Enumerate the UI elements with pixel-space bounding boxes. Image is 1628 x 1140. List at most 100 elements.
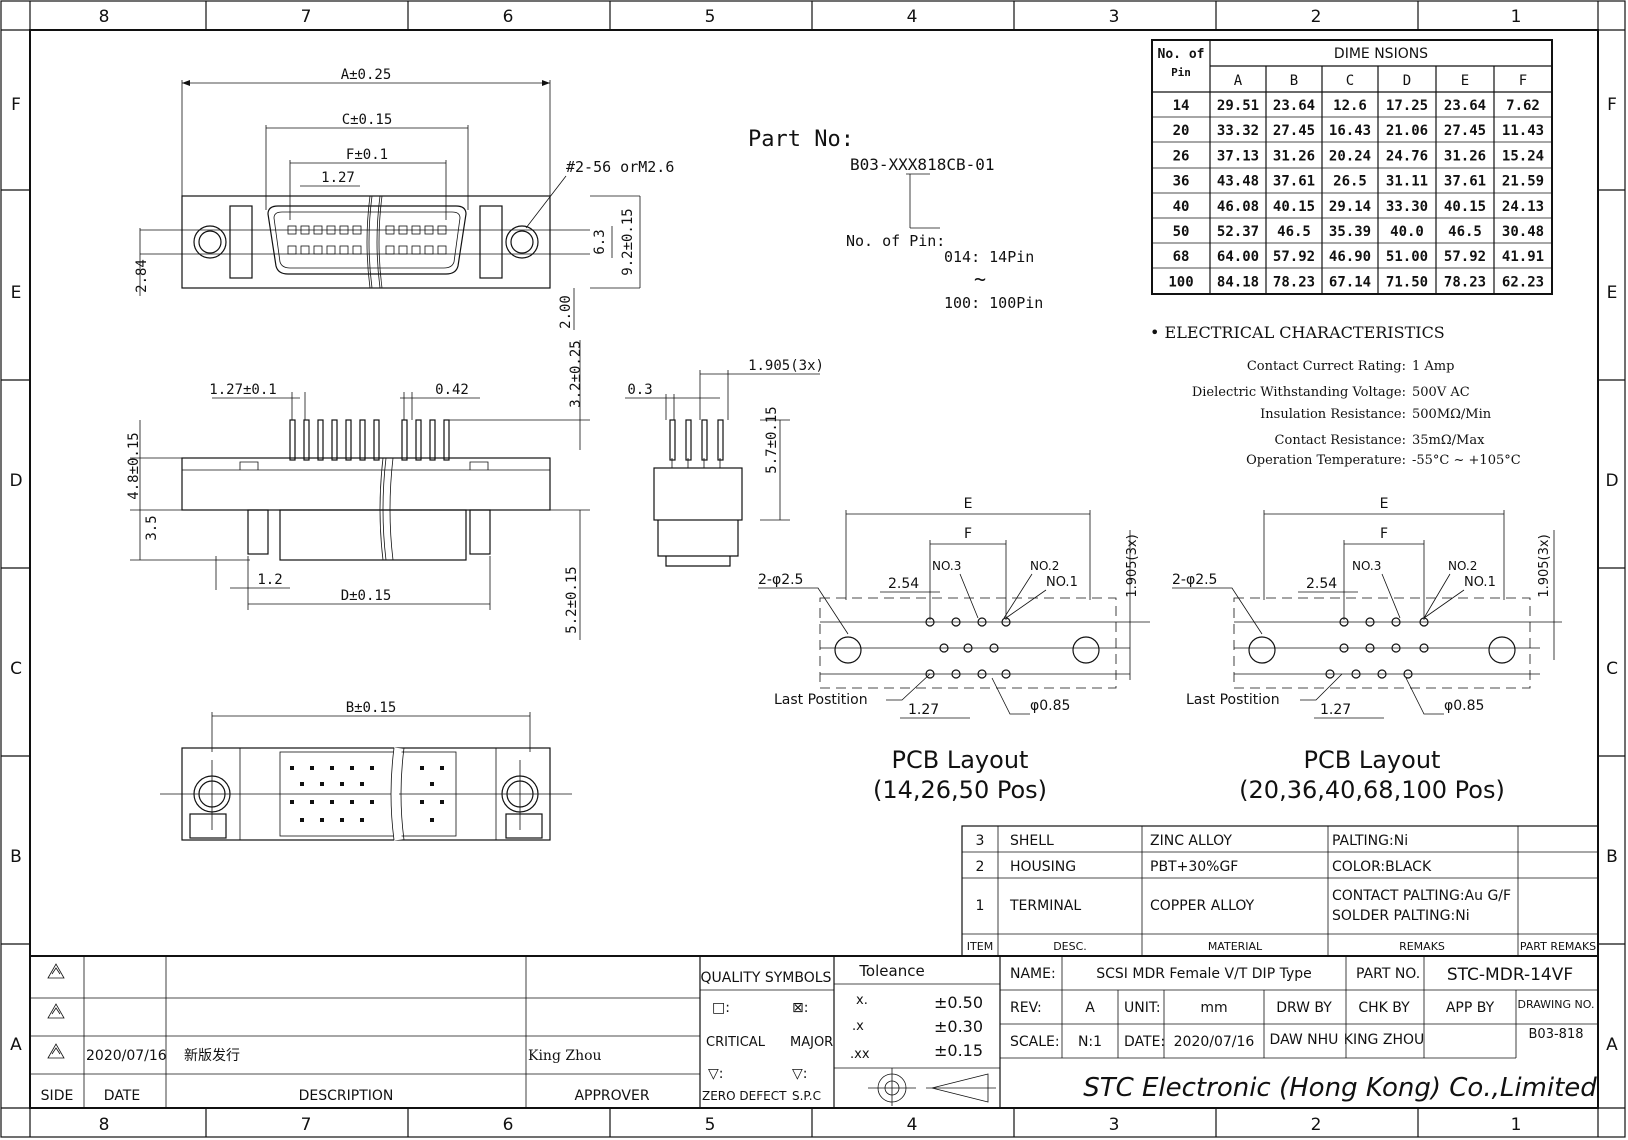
electrical-title: • ELECTRICAL CHARACTERISTICS	[1150, 323, 1445, 342]
dim-value: 33.32	[1217, 123, 1259, 139]
dim-a: A±0.25	[341, 67, 392, 83]
pcb-hole: 2-φ2.5	[1172, 572, 1217, 588]
elec-label: Operation Temperature:	[1246, 453, 1406, 468]
dim-284: 2.84	[134, 259, 150, 293]
elec-value: 500MΩ/Min	[1412, 407, 1492, 422]
pcb-e: E	[1380, 496, 1389, 512]
pcb-1905: 1.905(3x)	[1125, 534, 1140, 597]
side-view: 3.2±0.25 1.27±0.1 0.42 4.8±0.15 3.5	[126, 340, 590, 640]
dim-03: 0.3	[627, 382, 652, 398]
pcb-f: F	[1380, 526, 1388, 542]
dim-pin-count: 50	[1173, 224, 1190, 240]
dim-value: 31.26	[1273, 148, 1315, 164]
bom-material: PBT+30%GF	[1150, 859, 1238, 875]
col-label: 8	[99, 1115, 110, 1135]
row-label: F	[1607, 95, 1617, 115]
col-label: 4	[907, 7, 918, 27]
unit-value: mm	[1200, 1000, 1227, 1016]
dim-column-header: F	[1519, 73, 1527, 89]
pcb-right-sub: (20,36,40,68,100 Pos)	[1239, 776, 1505, 804]
dim-value: 40.0	[1390, 224, 1424, 240]
pcb-no2: NO.2	[1448, 559, 1477, 573]
dim-f: F±0.1	[346, 147, 388, 163]
pcb-no1: NO.1	[1464, 575, 1496, 590]
row-label: D	[1605, 471, 1618, 491]
quality-title: QUALITY SYMBOLS	[701, 970, 832, 986]
quality-major: MAJOR	[790, 1035, 833, 1050]
dim-1905: 1.905(3x)	[748, 358, 824, 374]
bom-remarks2: SOLDER PALTING:Ni	[1332, 908, 1470, 924]
pcb-right-title: PCB Layout	[1304, 746, 1441, 774]
dim-pin-count: 20	[1173, 123, 1190, 139]
dim-value: 57.92	[1444, 249, 1486, 265]
header-approver: APPROVER	[574, 1088, 649, 1104]
dim-value: 31.11	[1386, 174, 1428, 190]
col-label: 5	[705, 1115, 716, 1135]
dim-column-header: D	[1403, 73, 1411, 89]
quality-sym-critical: □:	[712, 1000, 730, 1016]
dim-value: 37.13	[1217, 148, 1259, 164]
dim-value: 43.48	[1217, 174, 1259, 190]
elec-value: 35mΩ/Max	[1412, 433, 1485, 448]
col-label: 3	[1109, 7, 1120, 27]
quality-critical: CRITICAL	[706, 1035, 766, 1050]
dim-value: 29.51	[1217, 98, 1259, 114]
chk-by-label: CHK BY	[1358, 1000, 1410, 1016]
dim-value: 46.5	[1448, 224, 1482, 240]
pcb-no3: NO.3	[932, 559, 961, 573]
dim-value: 24.13	[1502, 199, 1544, 215]
bom-header-item: ITEM	[967, 940, 993, 953]
col-label: 3	[1109, 1115, 1120, 1135]
unit-label: UNIT:	[1124, 1000, 1161, 1016]
dim-63: 6.3	[592, 229, 608, 254]
dim-value: 37.61	[1444, 174, 1486, 190]
elec-label: Dielectric Withstanding Voltage:	[1192, 385, 1406, 400]
dim-value: 46.90	[1329, 249, 1371, 265]
bom-header-material: MATERIAL	[1208, 940, 1263, 953]
dim-column-header: B	[1290, 73, 1298, 89]
dim-pin-count: 14	[1173, 98, 1190, 114]
pcb-last: Last Postition	[1186, 692, 1280, 708]
part-no-title: Part No:	[748, 127, 854, 152]
quality-sym-zero: ▽:	[708, 1066, 723, 1082]
dim-column-header: C	[1346, 73, 1354, 89]
pcb-085: φ0.85	[1444, 698, 1484, 714]
elec-label: Insulation Resistance:	[1260, 407, 1406, 422]
bom-material: COPPER ALLOY	[1150, 898, 1255, 914]
dim-pin-count: 36	[1173, 174, 1190, 190]
pcb-layout-right: E F NO.3 NO.2 NO.1 2-φ2.5 2.54 1.905(3x)…	[1172, 496, 1562, 804]
row-label: B	[1606, 847, 1618, 867]
col-label: 2	[1311, 7, 1322, 27]
revision-date: 2020/07/16	[86, 1048, 167, 1064]
product-name: SCSI MDR Female V/T DIP Type	[1096, 966, 1312, 982]
date-value: 2020/07/16	[1174, 1034, 1255, 1050]
pcb-no1: NO.1	[1046, 575, 1078, 590]
bom-desc: HOUSING	[1010, 859, 1076, 875]
tolerance-value: ±0.15	[934, 1041, 983, 1060]
front-view: A±0.25 C±0.15 F±0.1 1.27 #2-56 orM2.6	[134, 67, 674, 330]
dim-value: 40.15	[1444, 199, 1486, 215]
dim-value: 27.45	[1444, 123, 1486, 139]
col-label: 4	[907, 1115, 918, 1135]
projection-icon	[868, 1068, 996, 1106]
name-label: NAME:	[1010, 966, 1056, 982]
dim-value: 12.6	[1333, 98, 1367, 114]
pcb-127: 1.27	[908, 702, 939, 718]
col-label: 8	[99, 7, 110, 27]
dim-value: 37.61	[1273, 174, 1315, 190]
drawn-by-name: DAW NHU	[1270, 1032, 1339, 1048]
dim-value: 21.06	[1386, 123, 1428, 139]
header-description: DESCRIPTION	[299, 1088, 394, 1104]
col-label: 1	[1511, 7, 1522, 27]
bom-header-part-remarks: PART REMAKS	[1520, 940, 1596, 953]
date-label: DATE:	[1124, 1034, 1165, 1050]
dim-value: 51.00	[1386, 249, 1428, 265]
row-label: C	[10, 659, 22, 679]
part-number-block: Part No: B03-XXX818CB-01 No. of Pin: 014…	[748, 127, 1043, 312]
pcb-layout-left: E F NO.3 NO.2 NO.1 2-φ2.5 2.54 1.905(3x)…	[758, 496, 1150, 804]
dim-52: 5.2±0.15	[564, 566, 580, 633]
no-of-pin-label: No. of Pin:	[846, 232, 945, 250]
dim-value: 67.14	[1329, 274, 1371, 290]
